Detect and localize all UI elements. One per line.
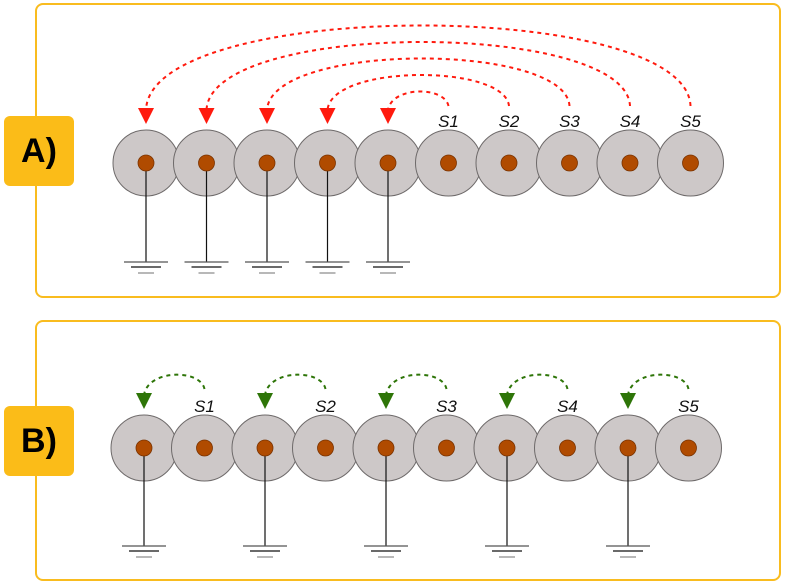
arrow-head-icon xyxy=(499,393,515,409)
conductor-core xyxy=(256,439,274,457)
panel-a-diagram: S1 S2 S3 S4 S5 xyxy=(112,24,724,274)
conductor-core xyxy=(561,154,578,172)
source-label: S3 xyxy=(559,112,580,131)
arrow-head-icon xyxy=(380,108,396,124)
panel-b-label: B) xyxy=(21,421,57,460)
conductor-core xyxy=(500,154,518,172)
coupling-arc xyxy=(205,41,631,111)
arrow-head-icon xyxy=(620,393,636,409)
coupling-arc xyxy=(143,373,206,396)
source-label: S3 xyxy=(436,397,457,416)
conductor-core xyxy=(379,154,397,172)
conductor-core xyxy=(682,154,699,172)
arrow-head-icon xyxy=(257,393,273,409)
conductor-core xyxy=(377,439,395,457)
source-label: S5 xyxy=(678,397,699,416)
conductor-core xyxy=(621,154,639,172)
conductor-core xyxy=(319,154,336,172)
source-label: S5 xyxy=(680,112,701,131)
arrow-head-icon xyxy=(198,108,215,124)
conductor-core xyxy=(619,439,637,457)
coupling-arc xyxy=(266,57,571,111)
coupling-arc xyxy=(506,373,569,396)
source-label: S1 xyxy=(194,397,215,416)
panel-b-diagram: S1 S2 S3 S4 S5 xyxy=(110,373,722,558)
source-label: S2 xyxy=(499,112,520,131)
source-label: S4 xyxy=(620,112,641,131)
conductor-core xyxy=(438,439,455,457)
arrow-head-icon xyxy=(378,393,394,409)
coupling-arc xyxy=(385,373,448,396)
conductor-core xyxy=(440,154,457,172)
panel-b-badge: B) xyxy=(4,406,74,476)
conductor-core xyxy=(258,154,276,172)
conductor-core xyxy=(559,439,576,457)
coupling-arc xyxy=(326,74,510,111)
panel-a-label: A) xyxy=(21,131,57,170)
arrow-head-icon xyxy=(136,393,152,409)
panel-a-badge: A) xyxy=(4,116,74,186)
arrow-head-icon xyxy=(319,108,336,124)
source-label: S1 xyxy=(438,112,459,131)
conductor-core xyxy=(135,439,153,457)
coupling-arc xyxy=(145,24,692,111)
coupling-arc xyxy=(264,373,327,396)
coupling-arc xyxy=(387,90,450,111)
conductor-core xyxy=(680,439,697,457)
conductor-core xyxy=(498,439,516,457)
arrow-head-icon xyxy=(259,108,275,124)
source-label: S2 xyxy=(315,397,336,416)
source-label: S4 xyxy=(557,397,578,416)
arrow-head-icon xyxy=(138,108,154,124)
conductor-core xyxy=(137,154,155,172)
coupling-arc xyxy=(627,373,690,396)
conductor-core xyxy=(317,439,334,457)
conductor-core xyxy=(196,439,213,457)
conductor-core xyxy=(198,154,215,172)
